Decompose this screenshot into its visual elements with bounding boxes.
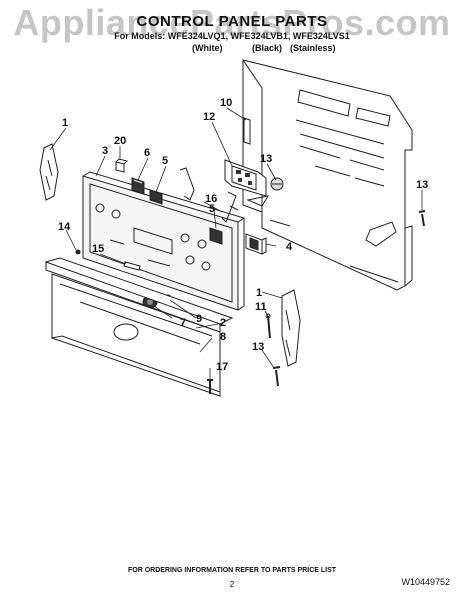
screw-14 bbox=[75, 249, 81, 255]
part-5-lower bbox=[209, 227, 223, 245]
rear-panel bbox=[242, 59, 413, 291]
callout-labels: 1 20 3 6 5 10 12 13 13 16 5 4 14 15 7 9 … bbox=[58, 97, 428, 373]
end-cap-1-left bbox=[39, 143, 59, 201]
finish-stainless: (Stainless) bbox=[290, 43, 336, 53]
control-panel-3 bbox=[82, 171, 246, 311]
callout-4: 4 bbox=[286, 241, 293, 253]
part-11 bbox=[265, 313, 271, 339]
callout-8: 8 bbox=[220, 331, 226, 343]
switch-4 bbox=[245, 233, 267, 255]
callout-14: 14 bbox=[58, 221, 71, 233]
bracket-10 bbox=[243, 117, 251, 145]
screw-13-upper bbox=[270, 177, 284, 191]
callout-2: 2 bbox=[220, 317, 226, 329]
callout-16: 16 bbox=[205, 193, 217, 205]
part-6 bbox=[131, 177, 145, 195]
models-line: For Models: WFE324LVQ1, WFE324LVB1, WFE3… bbox=[114, 31, 350, 41]
callout-5-lower: 5 bbox=[209, 203, 215, 215]
callout-13-lower: 13 bbox=[252, 341, 264, 353]
callout-20: 20 bbox=[114, 135, 126, 147]
document-number: W10449752 bbox=[401, 577, 450, 587]
finish-white: (White) bbox=[192, 43, 223, 53]
callout-1-upper: 1 bbox=[62, 117, 68, 129]
leader-lines bbox=[49, 107, 423, 380]
callout-10: 10 bbox=[220, 97, 232, 109]
callout-11: 11 bbox=[255, 301, 267, 313]
callout-3: 3 bbox=[102, 145, 108, 157]
callout-12: 12 bbox=[203, 111, 215, 123]
callout-7: 7 bbox=[180, 317, 186, 329]
callout-13-right: 13 bbox=[416, 179, 428, 191]
lower-trim-2 bbox=[44, 257, 234, 333]
page-title: CONTROL PANEL PARTS bbox=[136, 13, 328, 30]
callout-9: 9 bbox=[196, 313, 202, 325]
callout-17: 17 bbox=[216, 361, 228, 373]
part-15 bbox=[123, 261, 141, 271]
screw-13-right bbox=[418, 210, 426, 227]
end-cap-1-right bbox=[281, 289, 301, 367]
callout-6: 6 bbox=[144, 147, 150, 159]
callout-13-upper: 13 bbox=[260, 153, 272, 165]
finish-black: (Black) bbox=[252, 43, 283, 53]
ordering-footer: FOR ORDERING INFORMATION REFER TO PARTS … bbox=[127, 567, 337, 574]
page-number: 2 bbox=[229, 580, 235, 589]
screw-13-lower bbox=[272, 366, 281, 387]
callout-15: 15 bbox=[92, 243, 104, 255]
part-20 bbox=[115, 158, 128, 173]
electronic-control-12 bbox=[224, 159, 270, 207]
wire-harness-16 bbox=[179, 167, 239, 223]
callout-5-upper: 5 bbox=[162, 155, 168, 167]
callout-1-lower: 1 bbox=[256, 287, 262, 299]
lower-panel-8 bbox=[51, 273, 221, 397]
part-5-upper bbox=[149, 189, 163, 205]
